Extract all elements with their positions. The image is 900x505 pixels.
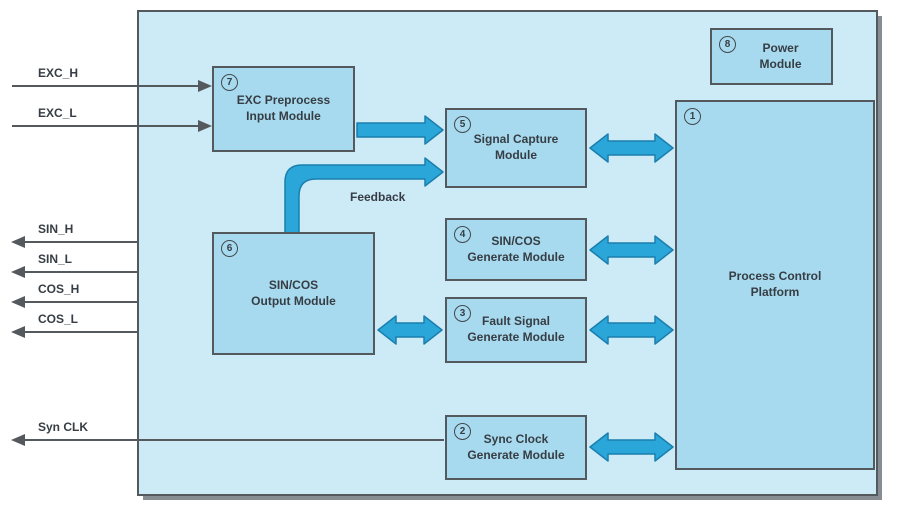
signal-line-sin-l [11, 266, 138, 278]
label-line: Module [759, 56, 802, 71]
signal-label-cos-l: COS_L [38, 312, 79, 326]
module-label: Sync Clock Generate Module [467, 432, 564, 463]
module-power: 8 Power Module [710, 28, 833, 85]
module-label: Process Control Platform [729, 269, 822, 300]
label-line: Platform [750, 285, 800, 299]
module-label: Fault Signal Generate Module [467, 314, 564, 345]
signal-line-cos-h [11, 296, 138, 308]
left-arrowhead-icon [11, 434, 25, 446]
module-sincos-generate: 4 SIN/COS Generate Module [445, 218, 587, 281]
module-label: EXC Preprocess Input Module [237, 93, 330, 124]
label-line: Generate Module [467, 249, 565, 264]
signal-line-sin-h [11, 236, 138, 248]
module-number-badge: 7 [221, 74, 238, 91]
left-arrowhead-icon [11, 236, 25, 248]
label-line: Input Module [246, 109, 321, 123]
label-line: Power [762, 40, 799, 55]
module-exc-preprocess-input: 7 EXC Preprocess Input Module [212, 66, 355, 152]
signal-label-sin-l: SIN_L [38, 252, 73, 266]
module-number-badge: 5 [454, 116, 471, 133]
module-number-badge: 4 [454, 226, 471, 243]
feedback-label: Feedback [350, 190, 406, 204]
module-label: SIN/COS Output Module [251, 278, 336, 309]
signal-label-syn-clk: Syn CLK [38, 420, 89, 434]
module-number-badge: 3 [454, 305, 471, 322]
signal-label-cos-h: COS_H [38, 282, 80, 296]
module-number-badge: 1 [684, 108, 701, 125]
label-line: Generate Module [467, 330, 565, 344]
label-line: SIN/COS [268, 277, 319, 292]
module-sync-clock-generate: 2 Sync Clock Generate Module [445, 415, 587, 480]
label-line: Fault Signal [481, 314, 550, 329]
module-fault-signal-generate: 3 Fault Signal Generate Module [445, 297, 587, 363]
label-line: Generate Module [467, 447, 565, 462]
signal-label-sin-h: SIN_H [38, 222, 74, 236]
label-line: Output Module [251, 293, 336, 308]
module-number-badge: 2 [454, 423, 471, 440]
signal-label-exc-h: EXC_H [38, 66, 79, 80]
module-number-badge: 6 [221, 240, 238, 257]
module-label: Power Module [742, 41, 802, 72]
label-line: Sync Clock [483, 431, 549, 446]
module-signal-capture: 5 Signal Capture Module [445, 108, 587, 188]
signal-label-exc-l: EXC_L [38, 106, 77, 120]
label-line: EXC Preprocess [236, 93, 331, 108]
left-arrowhead-icon [11, 296, 25, 308]
left-arrowhead-icon [11, 266, 25, 278]
module-process-control-platform: 1 Process Control Platform [675, 100, 875, 470]
label-line: Module [495, 148, 537, 162]
label-line: Process Control [728, 269, 822, 284]
module-label: Signal Capture Module [474, 132, 559, 163]
module-sincos-output: 6 SIN/COS Output Module [212, 232, 375, 355]
module-number-badge: 8 [719, 36, 736, 53]
label-line: SIN/COS [491, 233, 541, 248]
module-label: SIN/COS Generate Module [467, 234, 564, 265]
signal-line-cos-l [11, 326, 138, 338]
left-arrowhead-icon [11, 326, 25, 338]
label-line: Signal Capture [473, 132, 559, 147]
